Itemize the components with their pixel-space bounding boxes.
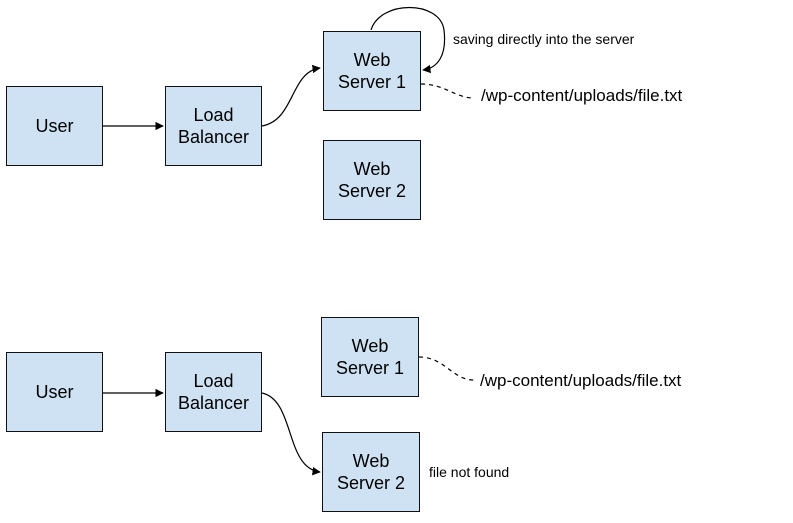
file-not-found-note: file not found xyxy=(429,464,510,480)
web-server-1-label-line2-bottom: Server 1 xyxy=(335,358,405,378)
web-server-2-box-top: Web Server 2 xyxy=(323,140,421,220)
file-path-label-top: /wp-content/uploads/file.txt xyxy=(481,86,683,105)
web-server-2-box-bottom: Web Server 2 xyxy=(322,432,420,512)
user-label-bottom: User xyxy=(35,382,74,402)
web-server-2-label-line2-bottom: Server 2 xyxy=(336,473,406,493)
load-balancer-label-line1-top: Load xyxy=(193,105,234,125)
web-server-1-box-bottom: Web Server 1 xyxy=(321,317,419,397)
arrow-lb-to-ws1-top xyxy=(261,64,321,127)
load-balancer-label-line2-bottom: Balancer xyxy=(177,393,250,413)
user-box-bottom: User xyxy=(6,352,103,432)
web-server-2-label-line1-top: Web xyxy=(353,159,391,179)
load-balancer-label-line1-bottom: Load xyxy=(193,371,234,391)
user-box-top: User xyxy=(6,86,103,166)
self-loop-arrow-ws1-top xyxy=(370,6,446,74)
web-server-1-label-line1-bottom: Web xyxy=(351,336,389,356)
dashed-link-file-top xyxy=(420,83,475,99)
web-server-1-box-top: Web Server 1 xyxy=(323,31,421,111)
file-path-label-bottom: /wp-content/uploads/file.txt xyxy=(480,371,682,390)
web-server-1-label-line1-top: Web xyxy=(353,50,391,70)
load-balancer-box-top: Load Balancer xyxy=(165,86,262,166)
user-label-top: User xyxy=(35,116,74,136)
arrow-lb-to-ws2-bottom xyxy=(261,392,321,476)
web-server-2-label-line1-bottom: Web xyxy=(352,451,390,471)
self-loop-note: saving directly into the server xyxy=(453,31,635,47)
load-balancer-box-bottom: Load Balancer xyxy=(165,352,262,432)
web-server-1-label-line2-top: Server 1 xyxy=(337,72,407,92)
load-balancer-label-line2-top: Balancer xyxy=(177,127,250,147)
web-server-2-label-line2-top: Server 2 xyxy=(337,181,407,201)
dashed-link-file-bottom xyxy=(418,356,475,381)
